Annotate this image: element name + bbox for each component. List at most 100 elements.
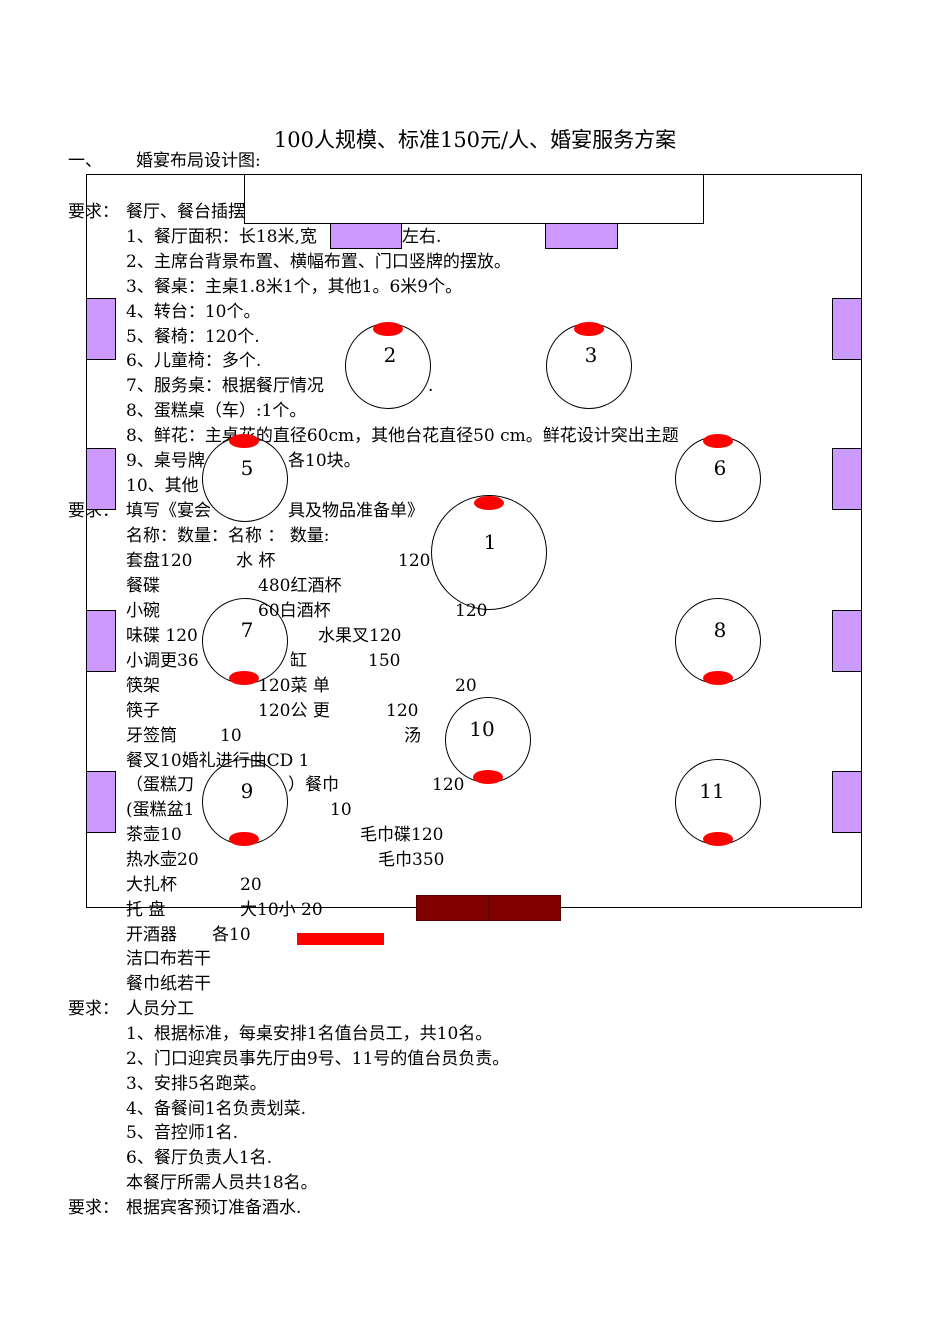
red-carpet: [297, 933, 384, 945]
table-number: 2: [383, 343, 397, 367]
window-right: [832, 610, 862, 672]
req4-text: 根据宾客预订准备酒水.: [126, 1198, 302, 1218]
supply-name: 小调更36: [126, 651, 199, 671]
section1-label: 婚宴布局设计图:: [136, 151, 261, 171]
req1-item-6: 6、儿童椅：多个.: [126, 351, 262, 371]
table-number: 6: [713, 456, 727, 480]
req1-item-3: 3、餐桌：主桌1.8米1个，其他1。6米9个。: [126, 277, 463, 297]
supply-qty: 20: [240, 875, 262, 895]
supply-name: 餐碟: [126, 576, 160, 596]
table-number: 9: [240, 779, 254, 803]
supply-name: 牙签筒: [126, 726, 177, 746]
speaker-left: [330, 223, 402, 249]
req4-label: 要求：: [68, 1198, 119, 1218]
window-left: [86, 610, 116, 672]
supply-name: 茶壶10: [126, 825, 182, 845]
req3-item: 本餐厅所需人员共18名。: [126, 1173, 318, 1193]
section1-number: 一、: [68, 151, 102, 171]
req1-item-11: 10、其他: [126, 476, 199, 496]
table-number: 5: [240, 456, 254, 480]
req1-item-10-tail: 各10块。: [288, 451, 361, 471]
seat-marker: [703, 832, 733, 846]
entrance-door-right: [489, 895, 561, 921]
window-right: [832, 771, 862, 833]
seat-marker: [703, 434, 733, 448]
req2-head: 填写《宴会: [126, 501, 211, 521]
supply-name: 水果叉120: [318, 626, 402, 646]
table-number: 11: [699, 779, 725, 803]
req3-item: 3、安排5名跑菜。: [126, 1074, 267, 1094]
supply-name: 开酒器: [126, 925, 177, 945]
page-title: 100人规模、标准150元/人、婚宴服务方案: [273, 128, 677, 152]
window-left: [86, 448, 116, 510]
supply-name: （蛋糕刀: [126, 775, 194, 795]
req1-item-1-tail: 左右.: [402, 227, 442, 247]
req1-item-4: 4、转台：10个。: [126, 302, 261, 322]
table-number: 10: [469, 717, 495, 741]
supply-name: 毛巾碟120: [360, 825, 444, 845]
supply-name: 托 盘: [126, 900, 166, 920]
stage-backdrop: [244, 174, 704, 224]
supply-name: 筷子: [126, 701, 160, 721]
req1-item-5: 5、餐椅：120个.: [126, 327, 260, 347]
supply-name: 480红酒杯: [258, 576, 342, 596]
supply-qty: 120: [432, 775, 465, 795]
req3-label: 要求：: [68, 999, 119, 1019]
req1-item-7-tail: .: [428, 376, 434, 396]
req3-item: 5、音控师1名.: [126, 1123, 239, 1143]
speaker-right: [545, 223, 618, 249]
seat-marker: [574, 322, 604, 336]
supply-name: 套盘120: [126, 551, 193, 571]
supply-name: 筷架: [126, 676, 160, 696]
seat-marker: [229, 832, 259, 846]
req3-head: 人员分工: [126, 999, 194, 1019]
req3-item: 2、门口迎宾员事先厅由9号、11号的值台员负责。: [126, 1049, 510, 1069]
seat-marker: [473, 770, 503, 784]
supply-name: 餐巾纸若干: [126, 974, 211, 994]
supply-name: 味碟 120: [126, 626, 198, 646]
supply-qty: 120: [386, 701, 419, 721]
window-left: [86, 298, 116, 360]
supply-name: 水 杯: [236, 551, 276, 571]
supply-qty: 各10: [212, 925, 251, 945]
req1-item-2: 2、主席台背景布置、横幅布置、门口竖牌的摆放。: [126, 252, 511, 272]
supply-qty: 120: [398, 551, 431, 571]
seat-marker: [373, 322, 403, 336]
req1-item-8: 8、蛋糕桌（车）:1个。: [126, 401, 307, 421]
req1-head: 餐厅、餐台插摆: [126, 202, 245, 222]
window-right: [832, 298, 862, 360]
window-right: [832, 448, 862, 510]
supply-name: 大扎杯: [126, 875, 177, 895]
table-number: 8: [713, 618, 727, 642]
req2-head-tail: 具及物品准备单》: [288, 501, 424, 521]
req2-header-row: 名称：数量：名称 ： 数量:: [126, 526, 330, 546]
seat-marker: [229, 671, 259, 685]
seat-marker: [703, 671, 733, 685]
req1-item-10: 9、桌号牌: [126, 451, 205, 471]
supply-qty: 大10小 20: [240, 900, 323, 920]
req3-item: 4、备餐间1名负责划菜.: [126, 1099, 307, 1119]
seat-marker: [474, 496, 504, 510]
req1-label: 要求：: [68, 202, 119, 222]
supply-name: 汤: [404, 726, 421, 746]
supply-name: 毛巾350: [378, 850, 445, 870]
supply-name: (蛋糕盆1: [126, 800, 195, 820]
req1-item-7: 7、服务桌：根据餐厅情况: [126, 376, 324, 396]
supply-name: 120菜 单: [258, 676, 330, 696]
supply-name: 缸: [290, 651, 307, 671]
table-number: 7: [240, 618, 254, 642]
req3-item: 1、根据标准，每桌安排1名值台员工，共10名。: [126, 1024, 493, 1044]
table-number: 1: [483, 530, 497, 554]
req3-item: 6、餐厅负责人1名.: [126, 1148, 273, 1168]
supply-qty: 10: [330, 800, 352, 820]
supply-name: 120公 更: [258, 701, 330, 721]
table-1-main: [431, 495, 547, 610]
seat-marker: [229, 434, 259, 448]
supply-qty: 10: [220, 726, 242, 746]
supply-name: 热水壶20: [126, 850, 199, 870]
supply-qty: 20: [455, 676, 477, 696]
req1-item-1: 1、餐厅面积：长18米,宽: [126, 227, 317, 247]
entrance-door-left: [416, 895, 489, 921]
supply-qty: 150: [368, 651, 401, 671]
supply-name: 洁口布若干: [126, 949, 211, 969]
